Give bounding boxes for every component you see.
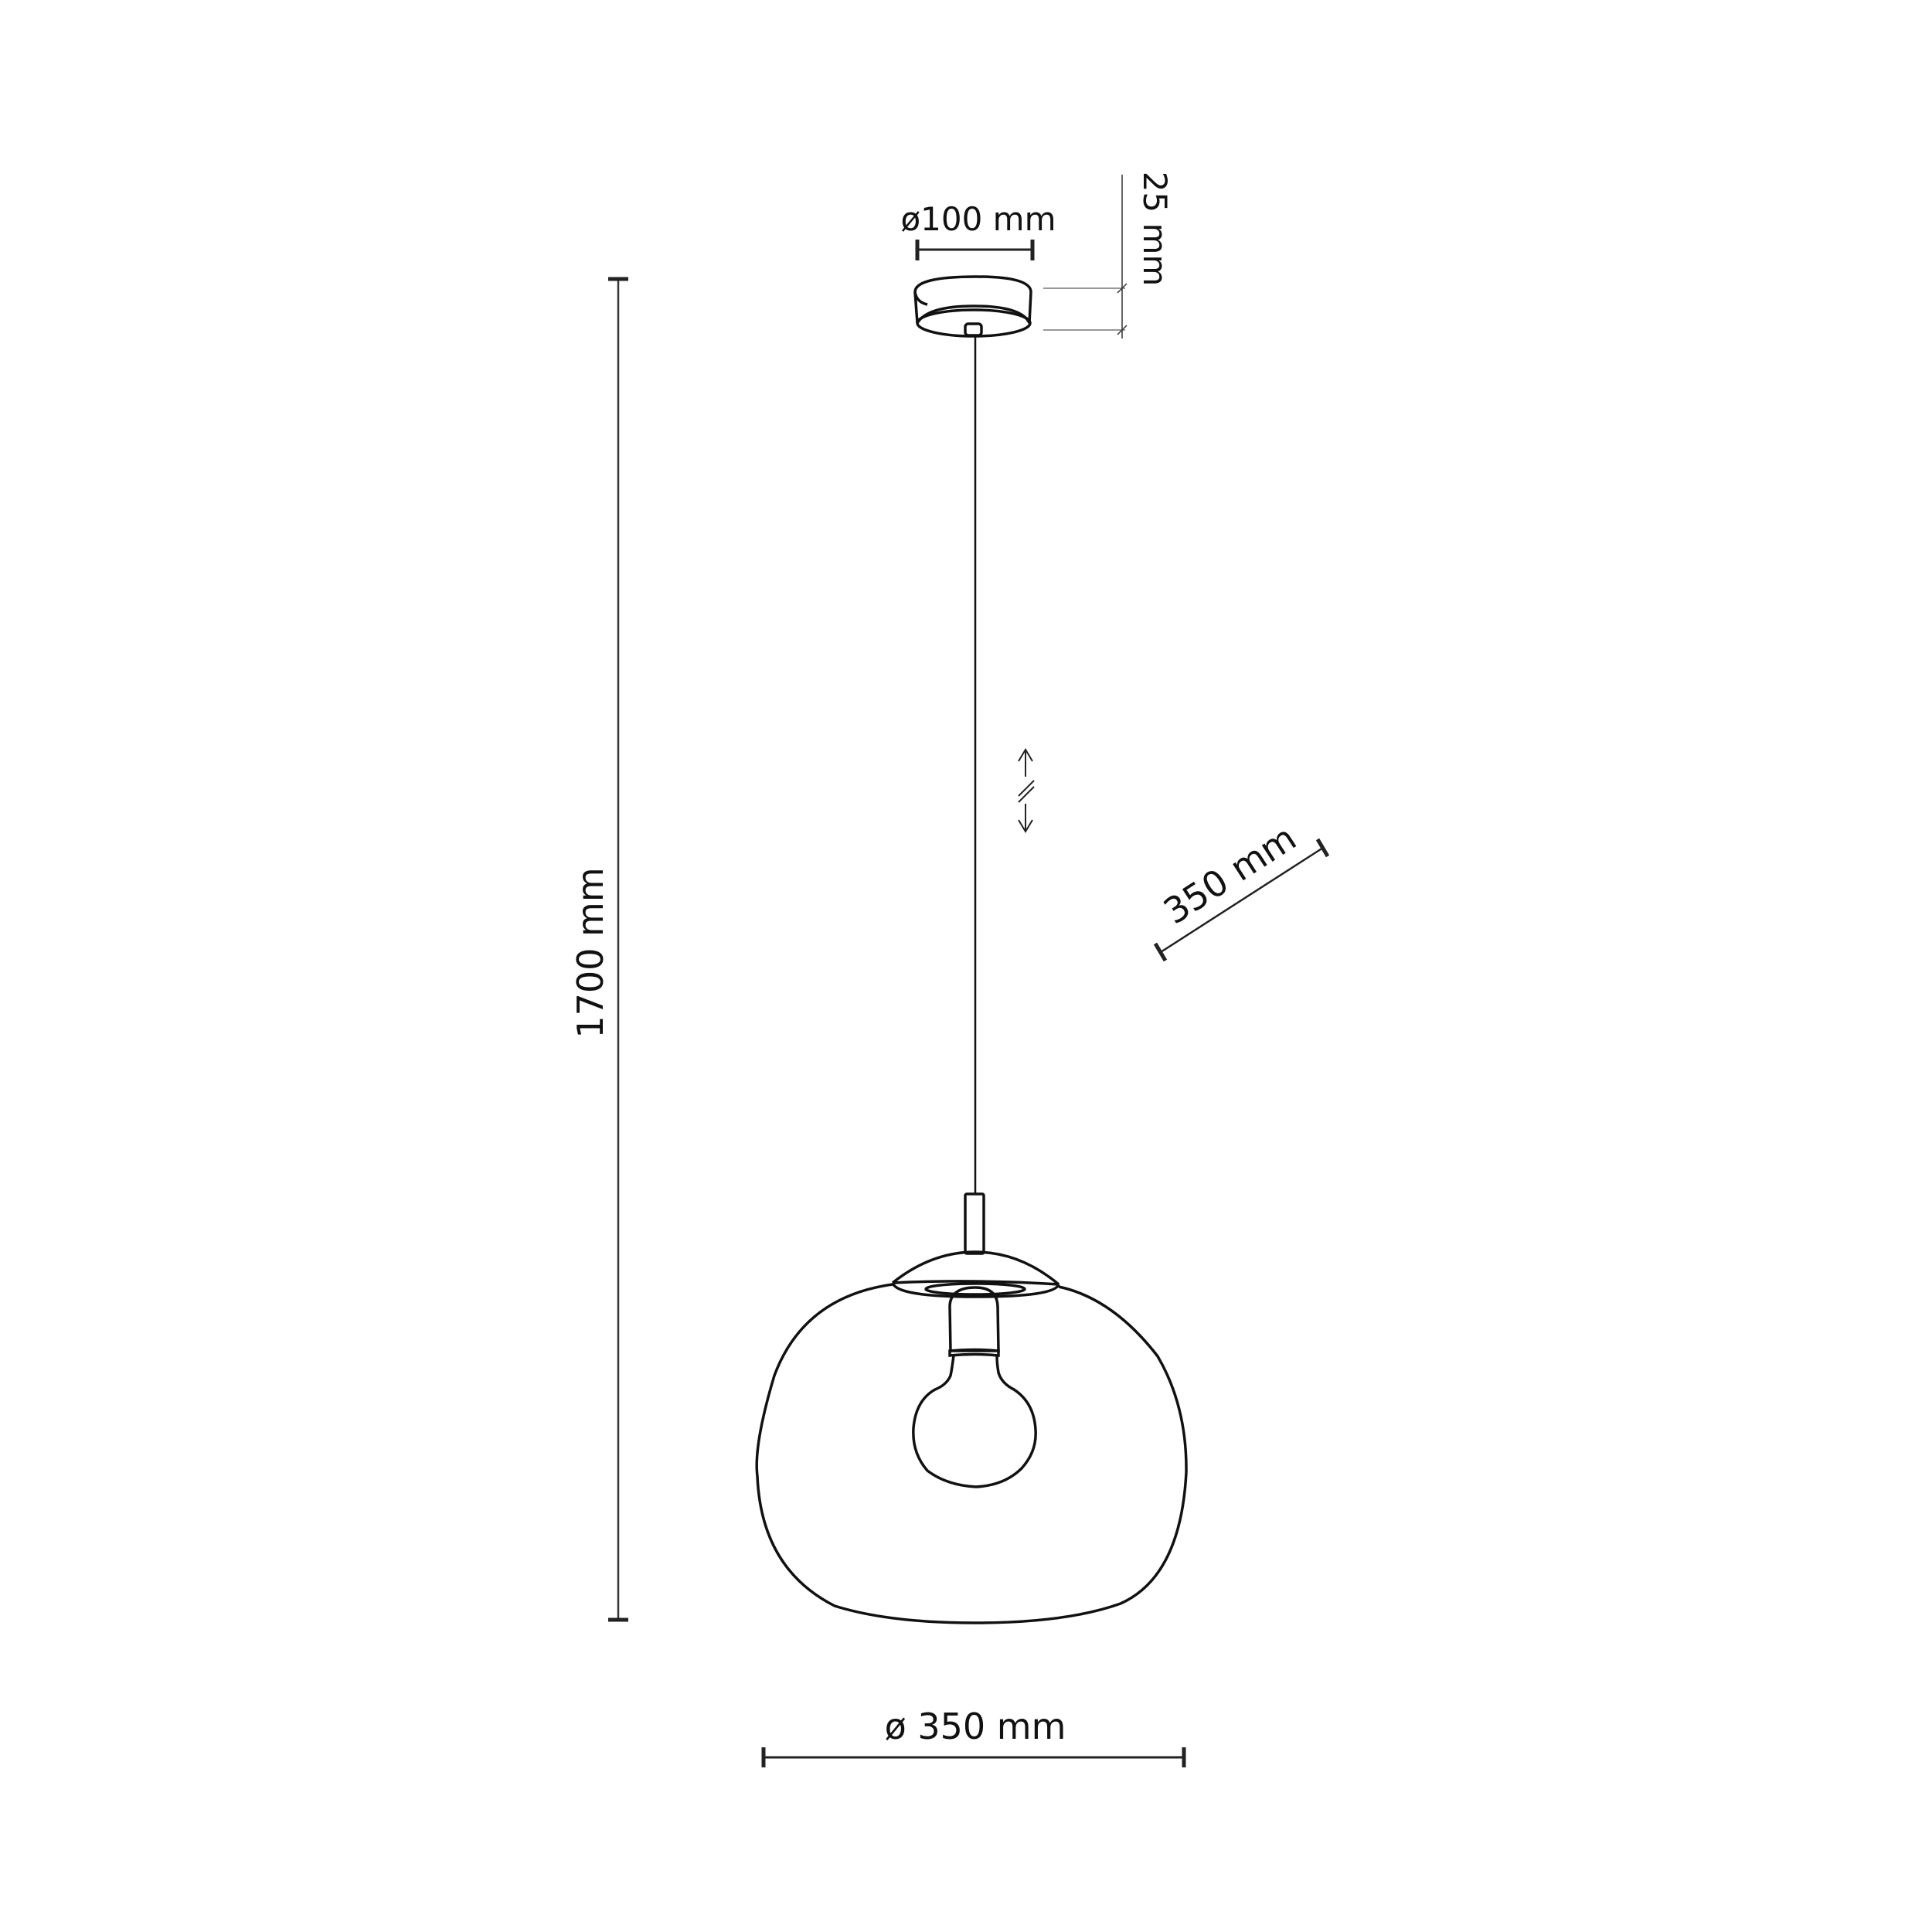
shade-diameter-label: ø 350 mm [885,1706,1066,1747]
lamp-socket [948,1286,1000,1352]
socket-tube [964,1192,985,1255]
lamp-body [755,1192,1188,1624]
glass-shade [755,1283,1188,1624]
canopy-height-label: 25 mm [1136,172,1174,287]
total-height-label: 1700 mm [570,867,611,1038]
canopy-diameter-dimension: ø100 mm [900,200,1056,260]
shade-depth-dimension: 350 mm [1153,817,1330,962]
cord-adjustable-length-icon [1018,748,1035,833]
globe-bulb [912,1355,1037,1488]
ceiling-canopy [913,275,1032,338]
dome-cap [891,1250,1060,1286]
canopy-diameter-label: ø100 mm [900,200,1056,238]
canopy-height-dimension: 25 mm [1043,172,1174,338]
total-height-dimension: 1700 mm [570,277,628,1622]
shade-diameter-dimension: ø 350 mm [761,1706,1186,1767]
